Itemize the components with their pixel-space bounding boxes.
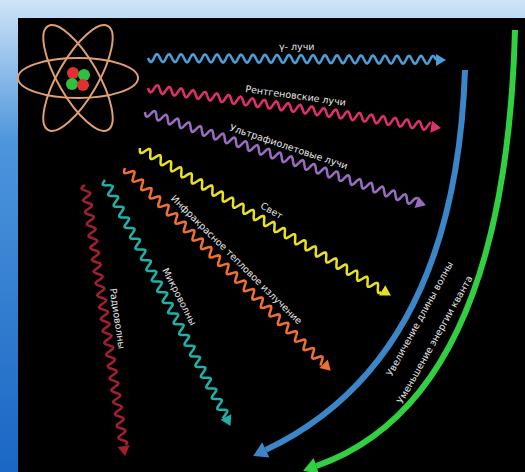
arrow-head bbox=[303, 458, 319, 472]
proton bbox=[67, 67, 79, 79]
arrow-head bbox=[319, 359, 330, 370]
electron-orbit bbox=[18, 58, 138, 98]
proton bbox=[77, 79, 89, 91]
wave-label: Ультрафиолетовые лучи bbox=[229, 121, 350, 170]
wave-label: Рентгеновские лучи bbox=[245, 83, 347, 108]
arrow-head bbox=[415, 197, 426, 208]
arrow-head bbox=[379, 285, 391, 295]
arrow-head bbox=[436, 54, 446, 66]
wave-label: Свет bbox=[258, 200, 284, 221]
arrow-head bbox=[253, 442, 269, 457]
neutron bbox=[66, 78, 78, 90]
wave-line bbox=[103, 180, 227, 419]
wave-line bbox=[82, 185, 128, 445]
electron-orbit bbox=[31, 16, 126, 140]
atom-nucleus bbox=[66, 67, 90, 91]
trend-arc bbox=[316, 30, 515, 466]
electron-orbit bbox=[31, 16, 126, 140]
wave-arrows bbox=[82, 54, 447, 456]
arrow-head bbox=[221, 414, 232, 426]
wave-label: Микроволны bbox=[160, 266, 198, 327]
arrow-head bbox=[430, 121, 441, 133]
arrow-head bbox=[118, 445, 130, 456]
wave-line bbox=[124, 168, 323, 366]
atom-symbol bbox=[18, 16, 138, 140]
wave-line bbox=[148, 54, 436, 64]
wave-line bbox=[145, 111, 418, 204]
wave-label: Радиоволны bbox=[108, 287, 128, 349]
wave-label: γ- лучи bbox=[279, 40, 315, 51]
trend-arc bbox=[266, 70, 465, 450]
